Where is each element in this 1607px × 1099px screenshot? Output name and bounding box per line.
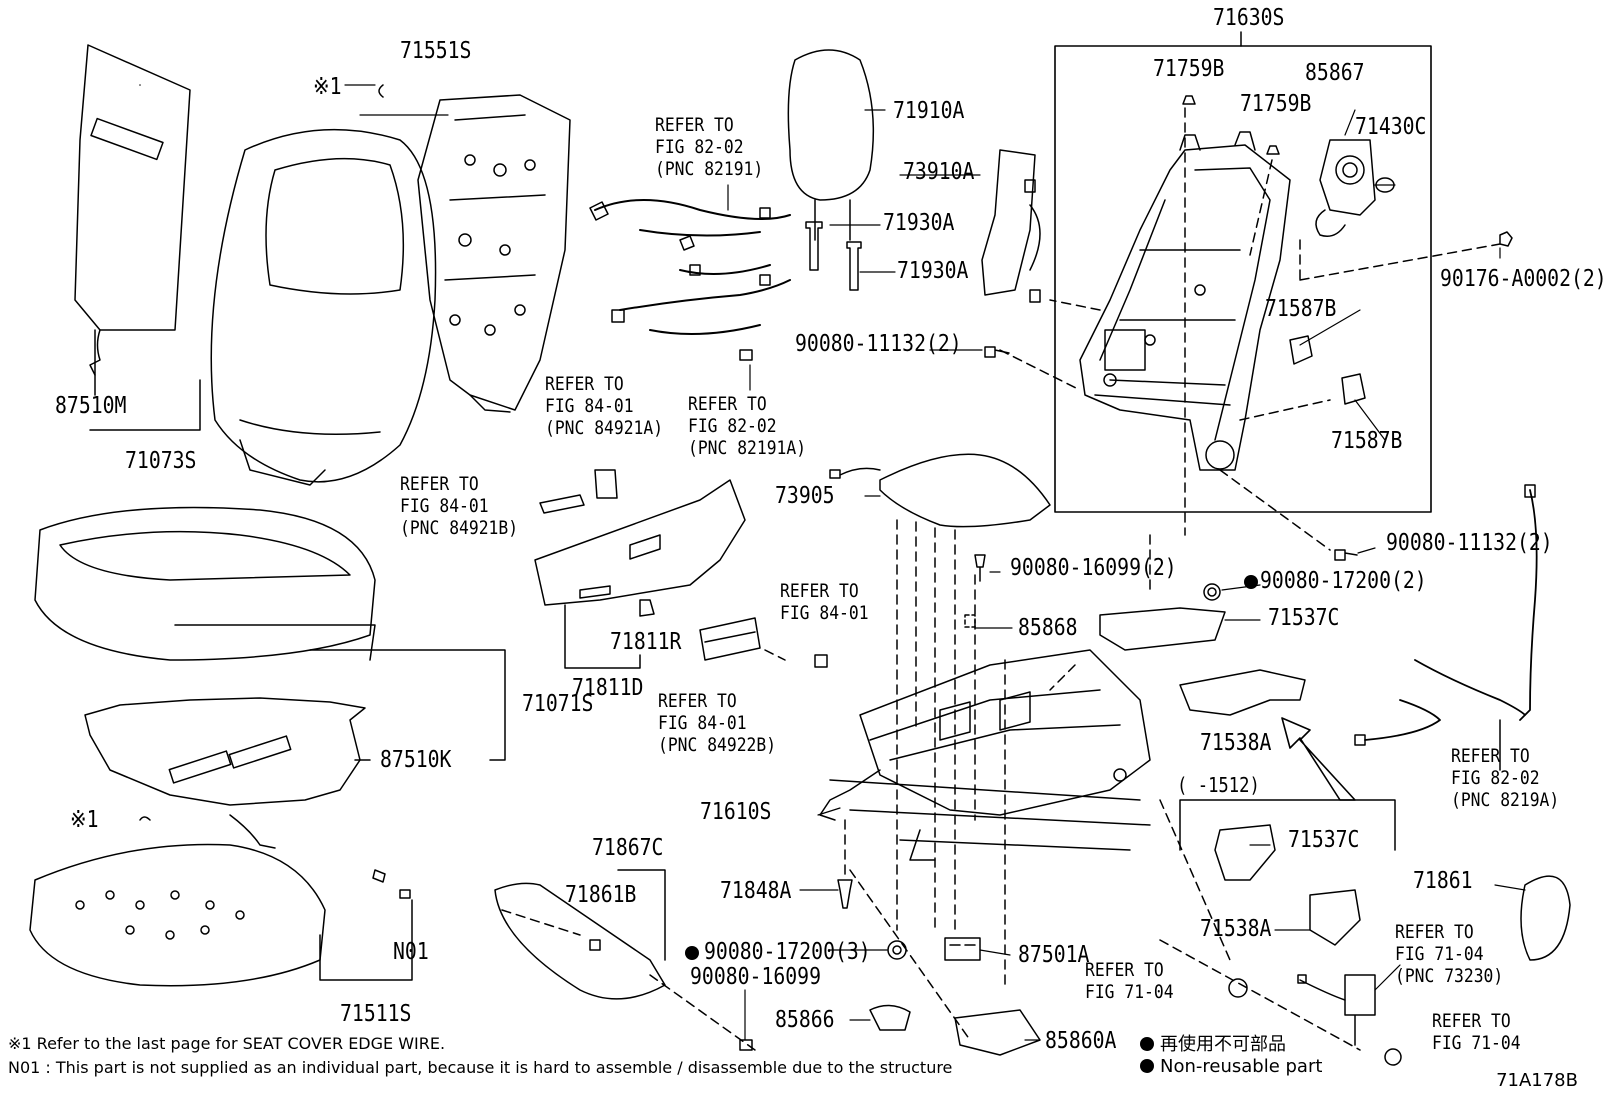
cushion-pad-drawing xyxy=(29,843,326,987)
part-71811R: 71811R xyxy=(610,629,682,655)
part-87510K: 87510K xyxy=(380,747,452,773)
legend-dot-en xyxy=(1140,1059,1154,1073)
part-71073S: 71073S xyxy=(125,448,197,474)
part-85866: 85866 xyxy=(775,1007,835,1033)
part-73905: 73905 xyxy=(775,483,835,509)
part-71610S: 71610S xyxy=(700,799,772,825)
part-71848A: 71848A xyxy=(720,878,792,904)
seatback-cover-drawing xyxy=(210,128,437,486)
part-71910A: 71910A xyxy=(893,98,965,124)
legend-jp-text: 再使用不可部品 xyxy=(1160,1034,1286,1055)
part-90080-16099-2: 90080-16099(2) xyxy=(1010,555,1177,581)
legend-jp: 再使用不可部品 xyxy=(1140,1030,1286,1056)
part-71538A: 71538A xyxy=(1200,730,1272,756)
footnote-n01: N01 : This part is not supplied as an in… xyxy=(8,1058,953,1077)
part-N01: N01 xyxy=(393,939,429,965)
seat-track-drawing xyxy=(819,649,1151,861)
part-73910A: 73910A xyxy=(903,159,975,185)
part-90080-11132-a: 90080-11132(2) xyxy=(795,331,962,357)
part-71930A: 71930A xyxy=(883,210,955,236)
headrest-drawing xyxy=(787,49,875,241)
part-71430C: 71430C xyxy=(1355,114,1427,140)
seatback-heater-drawing xyxy=(74,44,191,376)
part-90080-17200-3: 90080-17200(3) xyxy=(704,939,871,965)
part-71861: 71861 xyxy=(1413,868,1473,894)
frame-group-box xyxy=(1054,45,1432,513)
part-71759B-2: 71759B xyxy=(1240,91,1312,117)
seatback-pad-drawing xyxy=(417,94,571,413)
footnote-edge-wire: ※1 Refer to the last page for SEAT COVER… xyxy=(8,1034,446,1053)
part-90080-11132-b: 90080-11132(2) xyxy=(1386,530,1553,556)
part-71861B: 71861B xyxy=(565,882,637,908)
part-71537C: 71537C xyxy=(1268,605,1340,631)
mark-1-bottom: ※1 xyxy=(70,807,99,833)
serial-range: ( -1512) xyxy=(1177,773,1260,797)
nonreusable-marker-2 xyxy=(685,946,699,960)
part-85867: 85867 xyxy=(1305,60,1365,86)
part-87501A: 87501A xyxy=(1018,942,1090,968)
legend-dot-jp xyxy=(1140,1037,1154,1051)
lumbar-support-drawing xyxy=(1315,139,1395,237)
cushion-cover-drawing xyxy=(34,506,376,661)
part-71071S: 71071S xyxy=(522,691,594,717)
legend-en-text: Non-reusable part xyxy=(1160,1056,1323,1077)
part-71538A-2: 71538A xyxy=(1200,916,1272,942)
part-71587B-2: 71587B xyxy=(1331,428,1403,454)
part-90176-A0002: 90176-A0002(2) xyxy=(1440,266,1607,292)
part-71811D: 71811D xyxy=(572,675,644,701)
part-87510M: 87510M xyxy=(55,393,127,419)
part-71587B: 71587B xyxy=(1265,296,1337,322)
seatback-frame-drawing xyxy=(1079,131,1291,471)
part-71867C: 71867C xyxy=(592,835,664,861)
part-85868: 85868 xyxy=(1018,615,1078,641)
side-shield-drawing xyxy=(534,479,746,606)
nonreusable-marker-1 xyxy=(1244,575,1258,589)
part-85860A: 85860A xyxy=(1045,1028,1117,1054)
part-71511S: 71511S xyxy=(340,1001,412,1027)
part-71537C-2: 71537C xyxy=(1288,827,1360,853)
part-90080-16099: 90080-16099 xyxy=(690,964,822,990)
part-71551S: 71551S xyxy=(400,38,472,64)
figure-code: 71A178B xyxy=(1496,1070,1578,1091)
legend-en: Non-reusable part xyxy=(1140,1056,1322,1077)
part-90080-17200-2: 90080-17200(2) xyxy=(1260,568,1427,594)
part-71759B: 71759B xyxy=(1153,56,1225,82)
part-71630S: 71630S xyxy=(1213,5,1285,31)
mark-1-top: ※1 xyxy=(313,74,342,100)
part-71930A-2: 71930A xyxy=(897,258,969,284)
